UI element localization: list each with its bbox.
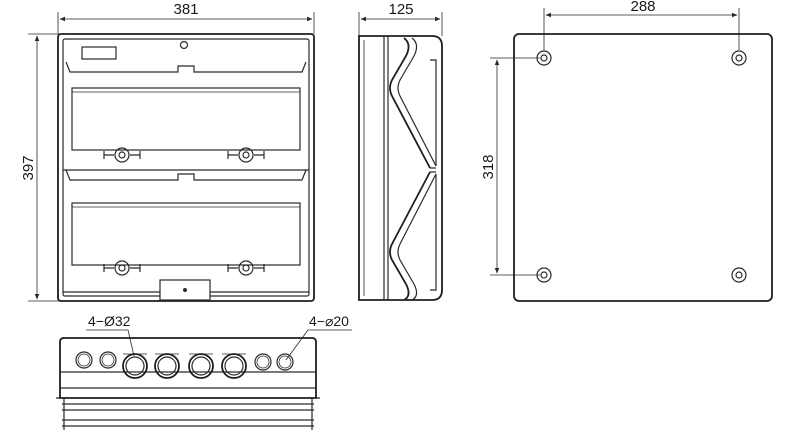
knockout-large-4 [221, 353, 247, 379]
knockout-small-3 [254, 353, 272, 371]
lower-left-latch [103, 260, 141, 276]
mounting-hole-top-right [731, 50, 747, 66]
enclosure-back-outline [513, 33, 773, 302]
knockout-small-2 [99, 351, 117, 369]
knockout-small-1 [75, 351, 93, 369]
side-view: 125 [358, 1, 443, 301]
label-slot [81, 46, 117, 60]
front-view: 381 397 [20, 1, 315, 302]
top-screw [179, 40, 189, 50]
bottom-view: 4−Ø32 4−⌀20 [56, 313, 352, 430]
large-holes-note: 4−Ø32 [88, 313, 131, 329]
door-tab-screw [183, 288, 187, 292]
upper-left-latch [103, 147, 141, 163]
enclosure-bottom-outline [59, 337, 317, 399]
lower-breaker-window [71, 202, 301, 266]
hole-spacing-y-label: 318 [480, 154, 497, 179]
enclosure-front-outline [57, 33, 315, 302]
knockout-large-2 [154, 353, 180, 379]
mounting-hole-bottom-right [731, 267, 747, 283]
knockout-large-3 [188, 353, 214, 379]
enclosure-side-outline [358, 35, 443, 301]
hole-spacing-x-label: 288 [630, 0, 655, 15]
knockout-small-4 [276, 353, 294, 371]
back-view: 288 318 [480, 0, 773, 302]
depth-dimension-label: 125 [388, 1, 413, 18]
height-dimension-label: 397 [20, 155, 37, 180]
width-dimension-label: 381 [173, 1, 198, 18]
knockout-large-1 [122, 353, 148, 379]
upper-right-latch [227, 147, 265, 163]
small-holes-note: 4−⌀20 [309, 313, 349, 329]
lower-right-latch [227, 260, 265, 276]
mounting-hole-top-left [536, 50, 552, 66]
upper-breaker-window [71, 87, 301, 151]
mounting-hole-bottom-left [536, 267, 552, 283]
